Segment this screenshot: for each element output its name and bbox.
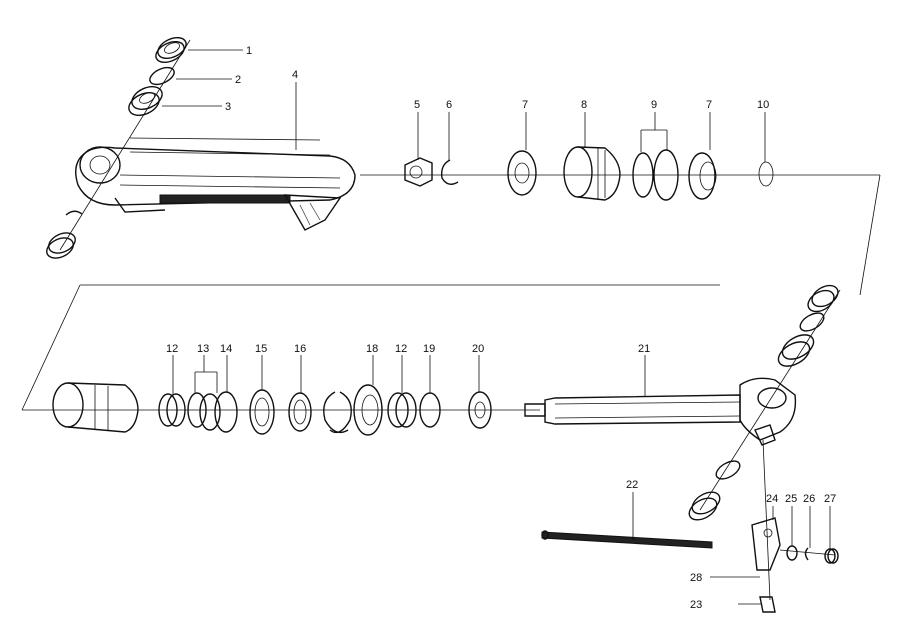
- label-part-24: 24: [766, 493, 778, 505]
- label-part-13: 13: [197, 343, 209, 355]
- part-5-nut: [404, 157, 433, 187]
- label-part-8: 8: [581, 99, 587, 111]
- part-20-nut: [468, 391, 492, 429]
- right-arm-bushing: [777, 334, 815, 367]
- label-part-22: 22: [626, 479, 638, 491]
- label-part-7-right: 7: [706, 99, 712, 111]
- part-27-nut: [824, 548, 839, 564]
- part-25-washer: [786, 545, 798, 561]
- part-14-ring: [214, 391, 238, 433]
- label-part-20: 20: [472, 343, 484, 355]
- label-part-26: 26: [803, 493, 815, 505]
- part-15-washer: [249, 389, 275, 435]
- label-part-6: 6: [446, 99, 452, 111]
- label-part-10: 10: [757, 99, 769, 111]
- part-11-housing-end: [52, 382, 139, 433]
- part-26-clip: [804, 547, 809, 561]
- part-13-ring-pair: [187, 392, 221, 431]
- part-10-seal: [758, 161, 774, 187]
- label-part-21: 21: [638, 343, 650, 355]
- right-arm-lower-nut: [688, 491, 721, 521]
- label-part-7-left: 7: [522, 99, 528, 111]
- part-22-rod: [541, 530, 713, 549]
- label-part-18: 18: [366, 343, 378, 355]
- right-arm-top-nut: [807, 284, 839, 313]
- part-16-washer: [288, 392, 312, 432]
- label-part-5: 5: [414, 99, 420, 111]
- part-9-o-ring-pair: [632, 149, 679, 201]
- label-part-4: 4: [292, 69, 298, 81]
- part-8-sleeve: [563, 146, 621, 201]
- part-12-ring-left: [158, 393, 186, 427]
- label-part-16: 16: [294, 343, 306, 355]
- part-12-ring-right: [387, 392, 417, 428]
- label-part-19: 19: [423, 343, 435, 355]
- part-7-bushing-right: [688, 152, 717, 200]
- part-24-bracket: [751, 517, 781, 571]
- part-3-nut: [128, 85, 163, 117]
- part-7-bushing-left: [507, 150, 537, 196]
- part-1-nut: [155, 36, 187, 64]
- label-part-1: 1: [246, 45, 252, 57]
- housing-lower-nut: [46, 210, 83, 259]
- label-part-14: 14: [220, 343, 232, 355]
- leader-lines: [162, 49, 831, 578]
- label-part-15: 15: [255, 343, 267, 355]
- label-part-2: 2: [235, 74, 241, 86]
- label-part-12-left: 12: [166, 343, 178, 355]
- part-21-rod: [524, 377, 797, 446]
- label-part-25: 25: [785, 493, 797, 505]
- right-arm-lower-o-ring: [715, 460, 741, 480]
- label-part-12-right: 12: [395, 343, 407, 355]
- part-number-labels: 1 2 3 4 5 6 7 8 9 7 10 12 13 14 15 16 18…: [166, 45, 836, 611]
- label-part-28: 28: [690, 572, 702, 584]
- part-2-o-ring: [149, 66, 175, 86]
- right-arm-o-ring: [799, 312, 825, 332]
- part-18-bushing: [353, 384, 383, 436]
- part-4-housing: [75, 137, 356, 231]
- label-part-9: 9: [651, 99, 657, 111]
- label-part-3: 3: [225, 101, 231, 113]
- part-23-bolt: [738, 596, 776, 613]
- label-part-27: 27: [824, 493, 836, 505]
- assembly-guide-lines: [21, 39, 881, 601]
- part-17-seal: [323, 391, 352, 434]
- part-6-snap-ring: [440, 159, 459, 185]
- label-part-23: 23: [690, 599, 702, 611]
